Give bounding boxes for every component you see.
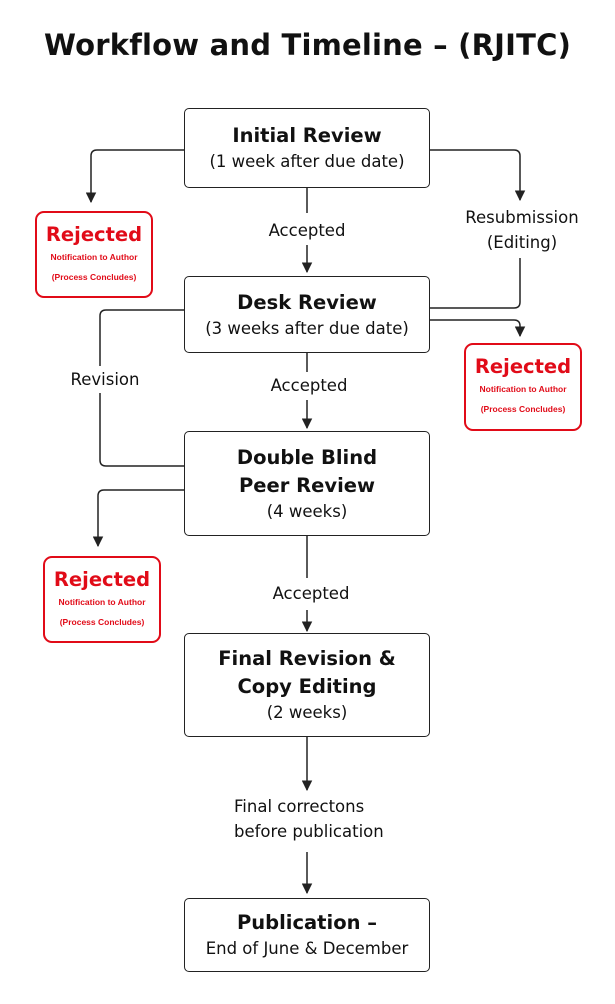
resubmission-label: Resubmission (Editing): [452, 205, 592, 255]
peer-review-title-line1: Double Blind: [236, 445, 378, 469]
initial-review-title: Initial Review: [232, 124, 382, 147]
final-corrections-label-line2: before publication: [234, 822, 384, 841]
rejected-notification: Notification to Author: [50, 251, 138, 262]
connector-resubmission-to-desk: [429, 258, 521, 309]
desk-review-timeline: (3 weeks after due date): [205, 318, 409, 338]
rejected-process-concludes: (Process Concludes): [480, 404, 566, 414]
resubmission-label-line2: (Editing): [486, 233, 558, 252]
accepted-label-2: Accepted: [270, 376, 348, 395]
publication-box: Publication – End of June & December: [184, 898, 430, 972]
rejected-title: Rejected: [474, 355, 572, 378]
peer-review-timeline: (4 weeks): [266, 501, 348, 521]
rejected-title: Rejected: [45, 222, 143, 246]
rejected-box-initial-review: Rejected Notification to Author (Process…: [35, 211, 153, 298]
rejected-box-desk-review: Rejected Notification to Author (Process…: [464, 343, 582, 431]
connector-desk-to-rejected: [429, 319, 526, 338]
desk-review-box: Desk Review (3 weeks after due date): [184, 276, 430, 353]
final-corrections-label: Final correctons before publication: [218, 794, 408, 844]
rejected-notification: Notification to Author: [479, 384, 567, 394]
publication-title: Publication –: [236, 911, 378, 934]
resubmission-label-line1: Resubmission: [465, 208, 579, 227]
initial-review-box: Initial Review (1 week after due date): [184, 108, 430, 188]
peer-review-box: Double Blind Peer Review (4 weeks): [184, 431, 430, 536]
final-revision-title-line1: Final Revision &: [218, 647, 396, 670]
rejected-notification: Notification to Author: [58, 596, 146, 607]
accepted-label-1: Accepted: [268, 221, 346, 240]
final-revision-box: Final Revision & Copy Editing (2 weeks): [184, 633, 430, 737]
initial-review-timeline: (1 week after due date): [209, 152, 405, 171]
rejected-process-concludes: (Process Concludes): [59, 616, 145, 627]
rejected-box-peer-review: Rejected Notification to Author (Process…: [43, 556, 161, 643]
connector-peer-to-rejected: [92, 489, 185, 548]
connector-initial-to-resubmission: [429, 149, 526, 202]
final-revision-timeline: (2 weeks): [266, 703, 348, 722]
peer-review-title-line2: Peer Review: [238, 473, 376, 497]
revision-label: Revision: [70, 370, 140, 389]
publication-schedule: End of June & December: [205, 939, 409, 958]
diagram-title: Workflow and Timeline – (RJITC): [43, 28, 572, 62]
rejected-process-concludes: (Process Concludes): [51, 271, 137, 282]
connector-initial-to-rejected: [85, 149, 185, 204]
connector-revision-loop-top: [99, 309, 185, 366]
final-revision-title-line2: Copy Editing: [237, 675, 377, 698]
rejected-title: Rejected: [53, 567, 151, 591]
connector-revision-loop-bottom: [99, 393, 185, 467]
desk-review-title: Desk Review: [237, 290, 377, 314]
accepted-label-3: Accepted: [272, 584, 350, 603]
final-corrections-label-line1: Final correctons: [234, 797, 365, 816]
